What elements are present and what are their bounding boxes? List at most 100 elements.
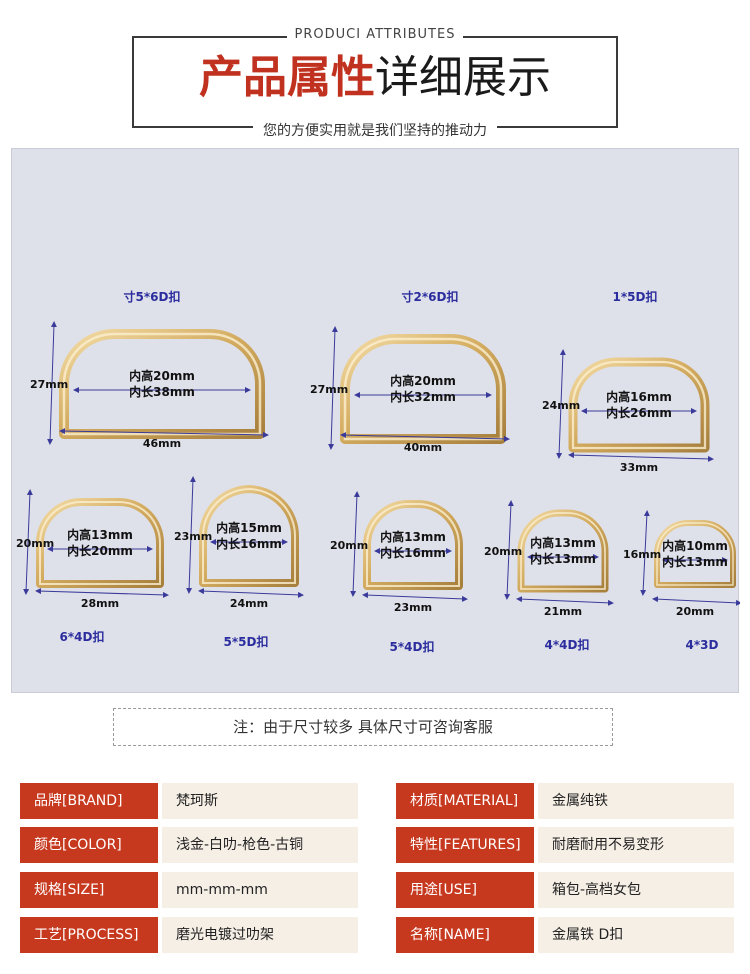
inner-height-label: 内高13mm <box>380 529 446 544</box>
ring-highlight <box>656 522 734 586</box>
width-arrow <box>362 592 468 602</box>
width-arrow <box>198 588 304 598</box>
ring-model-label: 6*4D扣 <box>60 629 105 644</box>
height-label: 27mm <box>30 378 68 391</box>
inner-length-label: 内长20mm <box>67 543 133 558</box>
ring-metal <box>59 329 265 439</box>
ring-highlight <box>366 503 460 587</box>
chinese-title: 产品属性详细展示 <box>0 50 750 106</box>
attr-material-value: 金属纯铁 <box>538 783 734 819</box>
ring-highlight <box>39 501 161 585</box>
height-label: 20mm <box>16 537 54 550</box>
ring-highlight <box>62 332 262 436</box>
attr-name-value: 金属铁 D扣 <box>538 917 734 953</box>
attr-use-label: 用途[USE] <box>396 872 534 908</box>
ring-model-label: 4*4D扣 <box>545 637 590 652</box>
attr-name: 名称[NAME] 金属铁 D扣 <box>396 917 736 953</box>
inner-height-label: 内高13mm <box>530 535 596 550</box>
inner-length-label: 内长13mm <box>662 554 728 569</box>
ring-metal <box>568 357 710 453</box>
height-arrow <box>640 510 650 596</box>
height-label: 27mm <box>310 383 348 396</box>
width-label: 40mm <box>404 441 442 454</box>
ring-metal <box>340 334 506 444</box>
height-label: 24mm <box>542 399 580 412</box>
attr-use-value: 箱包-高档女包 <box>538 872 734 908</box>
title-light-part: 详细展示 <box>375 52 551 103</box>
width-label: 21mm <box>544 605 582 618</box>
attr-process-label: 工艺[PROCESS] <box>20 917 158 953</box>
inner-length-label: 内长38mm <box>129 384 195 399</box>
slogan: 您的方便实用就是我们坚持的推动力 <box>0 120 750 140</box>
width-arrow <box>35 588 169 598</box>
ring-model-label: 4*3D <box>686 638 719 652</box>
height-arrow <box>186 476 196 594</box>
inner-length-label: 内长13mm <box>530 551 596 566</box>
height-label: 16mm <box>623 548 661 561</box>
ring-metal <box>654 520 736 588</box>
width-arrow <box>568 452 714 462</box>
attr-features-value: 耐磨耐用不易变形 <box>538 827 734 863</box>
ring-model-label: 寸2*6D扣 <box>402 289 459 304</box>
attr-color-label: 颜色[COLOR] <box>20 827 158 863</box>
width-arrow <box>652 596 740 606</box>
attr-size-label: 规格[SIZE] <box>20 872 158 908</box>
ring-metal <box>517 509 609 593</box>
attr-material-label: 材质[MATERIAL] <box>396 783 534 819</box>
inner-height-label: 内高16mm <box>606 389 672 404</box>
height-arrow <box>556 349 566 459</box>
attr-size: 规格[SIZE] mm-mm-mm <box>20 872 360 908</box>
attr-process-value: 磨光电镀过叻架 <box>162 917 358 953</box>
ring-metal <box>36 498 164 588</box>
inner-height-label: 内高20mm <box>390 373 456 388</box>
rings-diagram: 寸5*6D扣27mm46mm内高20mm内长38mm寸2*6D扣27mm40mm… <box>16 289 740 654</box>
ring-metal <box>363 500 463 590</box>
title-bold-part: 产品属性 <box>199 52 375 103</box>
page-header: PRODUCI ATTRIBUTES 产品属性详细展示 您的方便实用就是我们坚持… <box>0 0 750 150</box>
ring-highlight <box>343 337 503 441</box>
size-note: 注：由于尺寸较多 具体尺寸可咨询客服 <box>113 708 613 746</box>
ring-model-label: 5*5D扣 <box>224 634 269 649</box>
attr-brand-label: 品牌[BRAND] <box>20 783 158 819</box>
inner-height-label: 内高10mm <box>662 538 728 553</box>
ring-model-label: 1*5D扣 <box>613 289 658 304</box>
width-arrow <box>59 428 269 438</box>
inner-height-label: 内高15mm <box>216 520 282 535</box>
attr-use: 用途[USE] 箱包-高档女包 <box>396 872 736 908</box>
width-arrow <box>340 432 510 442</box>
height-arrow <box>350 491 360 597</box>
width-label: 33mm <box>620 461 658 474</box>
width-label: 23mm <box>394 601 432 614</box>
height-label: 23mm <box>174 530 212 543</box>
ring-highlight <box>202 488 296 584</box>
attr-process: 工艺[PROCESS] 磨光电镀过叻架 <box>20 917 360 953</box>
attr-color-value: 浅金-白叻-枪色-古铜 <box>162 827 358 863</box>
attr-color: 颜色[COLOR] 浅金-白叻-枪色-古铜 <box>20 827 360 863</box>
inner-height-label: 内高20mm <box>129 368 195 383</box>
ring-highlight <box>571 360 707 450</box>
width-label: 46mm <box>143 437 181 450</box>
attr-name-label: 名称[NAME] <box>396 917 534 953</box>
width-arrow <box>516 596 614 606</box>
inner-length-label: 内长16mm <box>380 545 446 560</box>
height-arrow <box>23 489 33 595</box>
inner-length-label: 内长26mm <box>606 405 672 420</box>
ring-model-label: 寸5*6D扣 <box>124 289 181 304</box>
height-arrow <box>47 321 57 445</box>
inner-length-label: 内长16mm <box>216 536 282 551</box>
inner-height-label: 内高13mm <box>67 527 133 542</box>
inner-length-label: 内长32mm <box>390 389 456 404</box>
attr-features: 特性[FEATURES] 耐磨耐用不易变形 <box>396 827 736 863</box>
height-arrow <box>504 500 514 600</box>
ring-highlight <box>520 512 606 590</box>
attr-features-label: 特性[FEATURES] <box>396 827 534 863</box>
attr-brand-value: 梵珂斯 <box>162 783 358 819</box>
